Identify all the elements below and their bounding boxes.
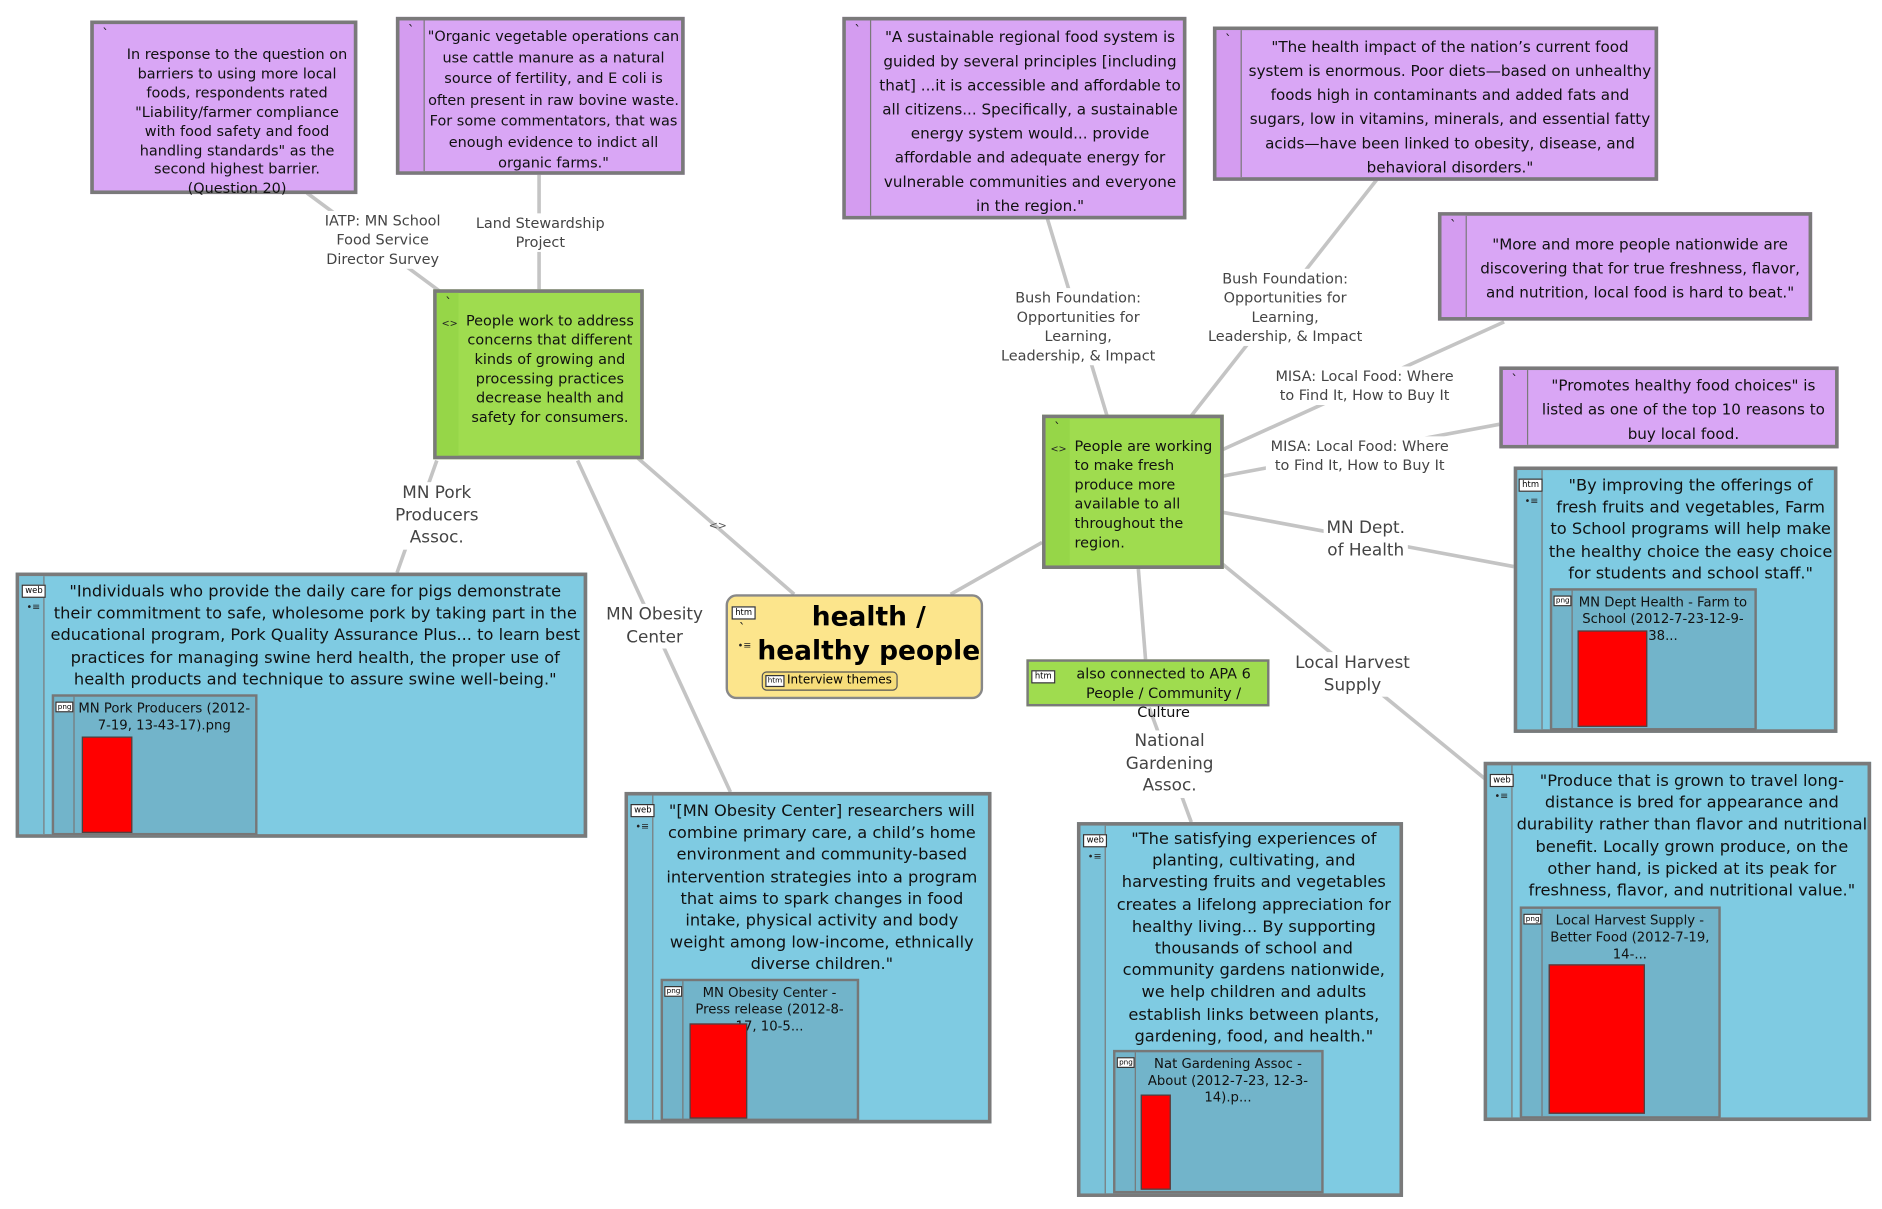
tree-icon: •≡ [737,640,752,651]
tick-mark-icon: ` [1449,218,1457,234]
edge-label-bush-2: Bush Foundation: Opportunities for Learn… [1188,268,1382,346]
quote-bush-2[interactable]: ` "The health impact of the nation’s cur… [1212,26,1659,181]
quote-bush2-text: "The health impact of the nation’s curre… [1248,37,1652,176]
web-mn-dept-health[interactable]: htm •≡ "By improving the offerings of fre… [1513,466,1838,733]
htm-badge: htm [765,675,785,688]
edge-label-mn-pork: MN Pork Producers Assoc. [392,482,482,550]
image-caption: Local Harvest Supply - Better Food (2012… [1550,912,1710,962]
web-badge: web [1489,773,1515,788]
edge-label-misa-2: MISA: Local Food: Where to Find It, How … [1265,436,1454,475]
tree-icon: •≡ [1494,790,1509,802]
tick-mark-icon: ` [407,22,415,39]
tree-icon: •≡ [1524,495,1539,507]
quote-misa2-text: "Promotes healthy food choices" is liste… [1541,376,1825,443]
quote-land-text: "Organic vegetable operations can use ca… [427,27,680,172]
edge-label-local-harvest: Local Harvest Supply [1292,652,1413,697]
image-attachment[interactable]: png Local Harvest Supply - Better Food (… [1519,906,1721,1119]
link-center-righthub [949,540,1043,596]
web-mdh-text: "By improving the offerings of fresh fru… [1548,476,1833,584]
edge-label-bush-1: Bush Foundation: Opportunities for Learn… [981,288,1175,366]
hub-apa6[interactable]: htm also connected to APA 6 People / Com… [1026,659,1270,721]
image-caption: MN Dept Health - Farm to School (2012-7-… [1578,594,1748,644]
png-badge: png [55,701,74,713]
hub-apa-text: also connected to APA 6 People / Communi… [1076,665,1251,721]
image-placeholder [1548,964,1645,1114]
png-badge: png [664,986,683,997]
hub-fresh-produce-availability[interactable]: ` <> People are working to make fresh pro… [1042,414,1224,569]
tick-mark-icon: ` [854,22,861,39]
quote-iatp-text: In response to the question on barriers … [126,45,348,197]
quote-misa-2[interactable]: ` "Promotes healthy food choices" is lis… [1499,366,1839,449]
image-caption: MN Pork Producers (2012-7-19, 13-43-17).… [78,700,251,733]
image-placeholder [1577,630,1648,727]
png-badge: png [1553,595,1573,607]
link-icon: <> [441,318,458,330]
quote-misa-1[interactable]: ` "More and more people nationwide are d… [1437,212,1813,321]
tree-icon: •≡ [635,820,650,832]
web-harvest-text: "Produce that is grown to travel long-di… [1516,771,1868,901]
edge-label-mn-obesity: MN Obesity Center [604,603,706,649]
image-attachment[interactable]: png MN Pork Producers (2012-7-19, 13-43-… [51,694,258,836]
diamond-link-icon: <> [709,519,727,532]
quote-bush1-text: "A sustainable regional food system is g… [879,27,1181,215]
image-attachment[interactable]: png Nat Gardening Assoc - About (2012-7-… [1113,1049,1324,1194]
tick-mark-icon: ` [445,295,452,311]
image-placeholder [689,1023,748,1119]
png-badge: png [1523,913,1542,925]
center-title: health /healthy people [757,602,981,667]
web-obesity-text: "[MN Obesity Center] researchers will co… [666,801,978,975]
hub-right-text: People are working to make fresh produce… [1074,437,1213,551]
image-attachment[interactable]: png MN Obesity Center - Press release (2… [660,978,860,1122]
web-pork-text: "Individuals who provide the daily care … [50,582,581,690]
web-badge: web [1082,834,1108,848]
web-badge: web [630,804,656,818]
png-badge: png [1116,1057,1136,1068]
tick-mark-icon: ` [1054,420,1061,437]
image-attachment[interactable]: png MN Dept Health - Farm to School (201… [1549,588,1757,731]
htm-badge: htm [1518,478,1543,492]
hub-health-safety-concerns[interactable]: ` <> People work to address concerns that… [433,289,644,460]
htm-badge: htm [1031,670,1056,684]
tree-icon: •≡ [1087,851,1102,862]
tick-mark-icon: ` [102,26,109,43]
link-center-lefthub [636,456,796,596]
web-badge: web [21,584,47,598]
tick-mark-icon: ` [1224,32,1232,49]
image-placeholder [1140,1094,1171,1190]
web-mn-obesity[interactable]: web •≡ "[MN Obesity Center] researchers w… [624,791,992,1124]
link-icon: <> [1050,443,1067,455]
web-nat-gardening[interactable]: web •≡ "The satisfying experiences of pla… [1076,822,1404,1197]
quote-iatp[interactable]: ` In response to the question on barrier… [90,20,358,197]
quote-land-stewardship[interactable]: ` "Organic vegetable operations can use … [395,16,685,175]
tick-mark-icon: ` [1511,372,1518,389]
web-local-harvest[interactable]: web •≡ "Produce that is grown to travel l… [1483,761,1872,1122]
quote-misa1-text: "More and more people nationwide are dis… [1480,235,1800,302]
edge-label-nat-gardening: National Gardening Assoc. [1123,730,1216,798]
link-righthub-apa [1136,568,1148,660]
web-mn-pork[interactable]: web •≡ "Individuals who provide the daily… [15,572,588,838]
htm-badge: htm [731,606,756,620]
image-caption: MN Obesity Center - Press release (2012-… [695,984,844,1035]
edge-label-iatp: IATP: MN School Food Service Director Su… [317,210,448,269]
image-placeholder [81,736,133,833]
image-caption: Nat Gardening Assoc - About (2012-7-23, … [1147,1055,1309,1106]
web-gardening-text: "The satisfying experiences of planting,… [1116,829,1391,1047]
edge-label-misa-1: MISA: Local Food: Where to Find It, How … [1270,366,1459,406]
edge-label-mn-dept-health: MN Dept. of Health [1323,517,1408,562]
hub-left-text: People work to address concerns that dif… [465,312,634,425]
quote-bush-1[interactable]: ` "A sustainable regional food system is… [842,16,1187,220]
tree-icon: •≡ [26,601,41,613]
edge-label-land-stewardship: Land Stewardship Project [472,213,608,252]
tick-mark-icon: ` [738,620,746,637]
